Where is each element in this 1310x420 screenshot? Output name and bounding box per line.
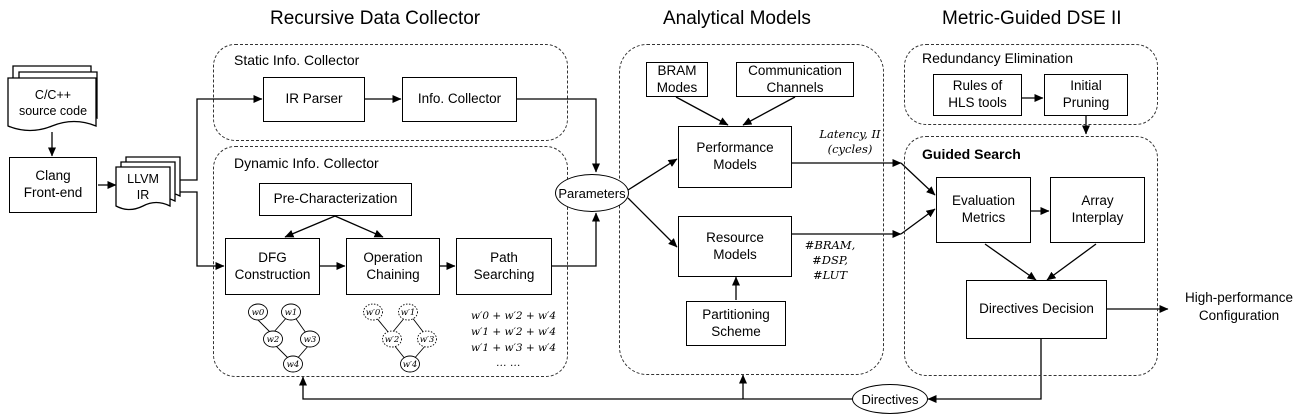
arrow-bram-to-perf xyxy=(675,96,729,126)
dfg-node-w2: w2 xyxy=(267,335,280,345)
path-formula-3: w′1 + w′3 + w′4 xyxy=(471,342,557,354)
arrow-guided-to-eval-top xyxy=(900,162,936,196)
path-formula-1: w′0 + w′2 + w′4 xyxy=(471,310,557,322)
clang-frontend-box: Clang Front-end xyxy=(9,157,97,213)
latency-annotation: Latency, II (cycles) xyxy=(819,127,881,156)
directives-node: Directives xyxy=(852,384,928,414)
arrow-llvm-to-irparser xyxy=(180,95,263,181)
path-formula-2: w′1 + w′2 + w′4 xyxy=(471,326,557,338)
arrow-infocollector-to-parameters xyxy=(517,98,600,173)
source-code-label: C/C++ source code xyxy=(18,88,88,119)
chained-node-w2: w′2 xyxy=(385,335,400,345)
heading-analytical-models: Analytical Models xyxy=(663,8,811,29)
path-formula-ellipsis: … … xyxy=(496,357,521,369)
arrow-eval-to-decision xyxy=(984,243,1037,281)
heading-metric-guided-dse: Metric-Guided DSE II xyxy=(942,8,1122,29)
arrow-path-to-parameters xyxy=(552,212,600,267)
arrow-guided-to-eval-bottom xyxy=(900,208,936,235)
source-docs-icon xyxy=(7,65,98,132)
high-performance-configuration-label: High-performance Configuration xyxy=(1184,290,1294,323)
arrow-decision-to-directives xyxy=(927,339,1042,403)
operation-chaining-box: Operation Chaining xyxy=(346,238,440,295)
chained-node-w3: w′3 xyxy=(420,335,435,345)
dfg-node-w4: w4 xyxy=(287,360,300,370)
static-info-collector-title: Static Info. Collector xyxy=(234,52,360,68)
resource-annotation: #BRAM, #DSP, #LUT xyxy=(804,238,856,282)
hls-rules-box: Rules of HLS tools xyxy=(933,74,1022,116)
performance-models-box: Performance Models xyxy=(678,126,792,188)
arrow-prechar-to-dfg xyxy=(284,215,336,238)
arrow-prechar-to-opchain xyxy=(334,215,384,238)
guided-search-title: Guided Search xyxy=(922,146,1021,162)
dynamic-info-collector-title: Dynamic Info. Collector xyxy=(234,155,379,171)
llvm-ir-label: LLVM IR xyxy=(127,172,159,203)
heading-recursive-data-collector: Recursive Data Collector xyxy=(270,8,481,29)
redundancy-elimination-title: Redundancy Elimination xyxy=(922,50,1073,66)
chained-node-w4: w′4 xyxy=(403,360,418,370)
path-searching-box: Path Searching xyxy=(456,238,552,295)
arrow-comm-to-perf xyxy=(742,96,796,126)
chained-graph xyxy=(363,303,437,373)
resource-models-box: Resource Models xyxy=(678,216,792,277)
dfg-construction-box: DFG Construction xyxy=(225,238,320,295)
llvm-docs-icon xyxy=(115,156,181,211)
dfg-node-w0: w0 xyxy=(252,308,265,318)
analytical-models-region xyxy=(619,44,884,375)
dfg-graph xyxy=(248,303,320,373)
info-collector-box: Info. Collector xyxy=(402,77,517,122)
redundancy-elimination-region xyxy=(904,44,1158,125)
directives-decision-box: Directives Decision xyxy=(966,280,1107,339)
parameters-node: Parameters xyxy=(555,174,629,212)
dfg-node-w3: w3 xyxy=(304,335,317,345)
dynamic-info-collector-region xyxy=(213,146,568,377)
communication-channels-box: Communication Channels xyxy=(736,62,854,97)
ir-parser-box: IR Parser xyxy=(263,77,365,122)
chained-node-w1: w′1 xyxy=(401,308,416,318)
pre-characterization-box: Pre-Characterization xyxy=(259,183,412,216)
dfg-node-w1: w1 xyxy=(285,308,298,318)
arrow-array-to-decision xyxy=(1046,243,1097,281)
static-info-collector-region xyxy=(213,44,568,141)
initial-pruning-box: Initial Pruning xyxy=(1044,74,1128,116)
chained-node-w0: w′0 xyxy=(366,308,381,318)
arrow-directives-to-dynamic xyxy=(299,376,852,400)
arrow-parameters-to-perf xyxy=(627,158,678,191)
arrow-parameters-to-res xyxy=(627,197,678,248)
guided-search-region xyxy=(904,136,1158,376)
partitioning-scheme-box: Partitioning Scheme xyxy=(686,301,786,346)
array-interplay-box: Array Interplay xyxy=(1050,177,1145,243)
bram-modes-box: BRAM Modes xyxy=(646,62,708,97)
arrow-llvm-to-dfg xyxy=(180,191,225,270)
evaluation-metrics-box: Evaluation Metrics xyxy=(936,177,1031,243)
